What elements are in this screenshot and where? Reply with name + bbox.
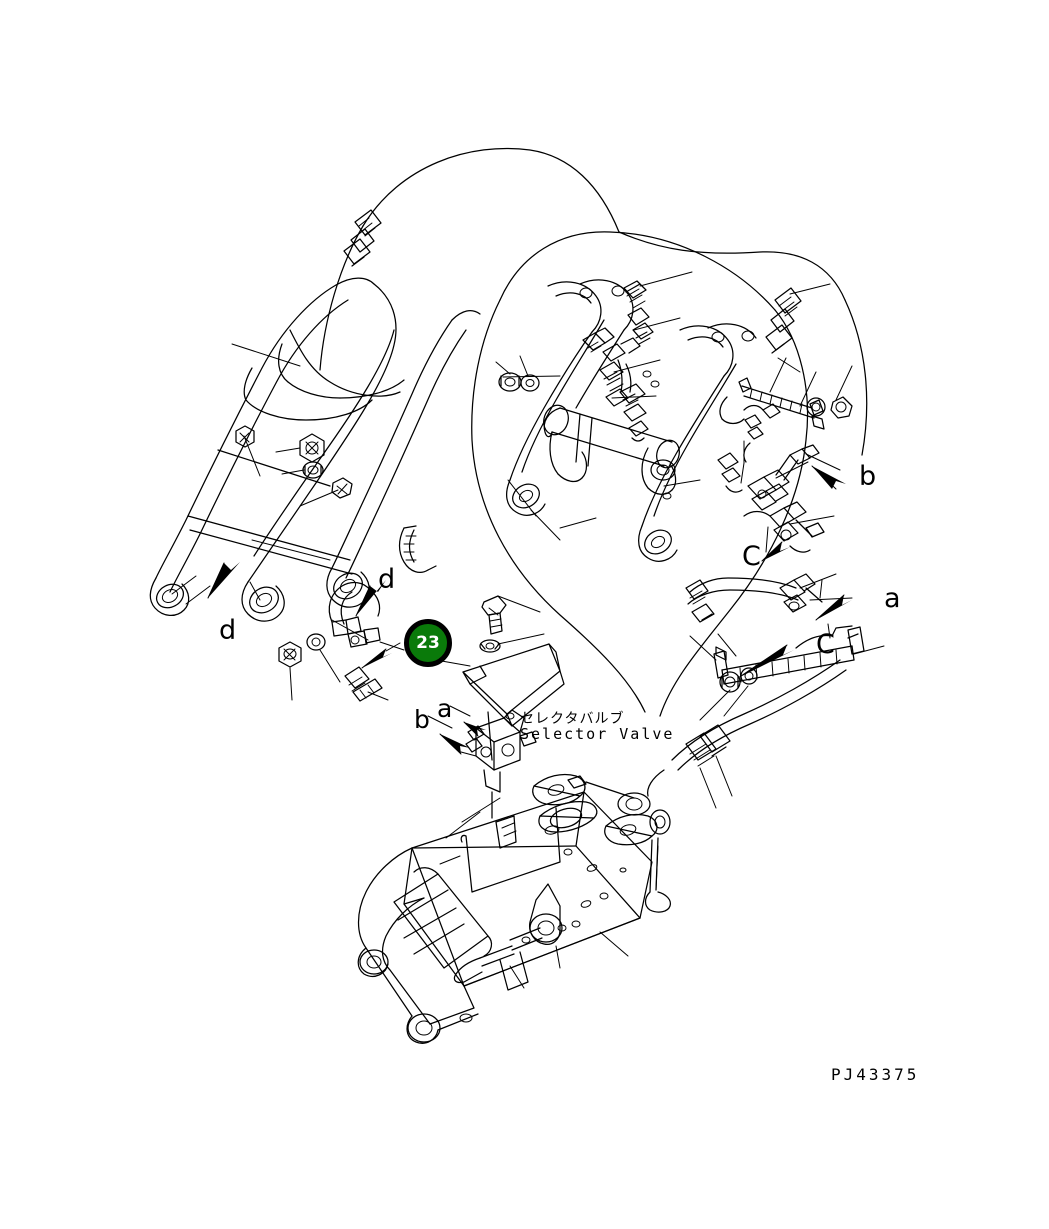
hose-clamp-bracket-lower-right xyxy=(713,625,865,685)
boom-crossmember xyxy=(187,449,353,575)
breaker-bucket-frame xyxy=(357,847,479,1044)
elbow-fitting-right-a xyxy=(717,403,781,493)
boom-arm-left-inner xyxy=(241,283,397,622)
nuts-left-lower xyxy=(278,633,326,668)
arrow-d-left-outer xyxy=(207,539,331,599)
washers-right-top xyxy=(806,396,853,419)
zone-letter-d-lower: d xyxy=(378,564,396,595)
drawing-reference-code: PJ43375 xyxy=(831,1065,920,1084)
washer-nut-group-center xyxy=(498,372,540,392)
zone-letter-a-valve: a xyxy=(437,694,453,723)
arm-linkage-center xyxy=(506,279,634,516)
bolt-left-lower xyxy=(344,666,383,702)
arm-plate-left xyxy=(243,329,405,421)
breaker-bracket-right-mid xyxy=(604,809,672,913)
arrow-d-left-inner xyxy=(331,580,386,641)
breaker-bracket-right-top xyxy=(532,773,651,816)
arrow-a-lower-right xyxy=(815,579,852,621)
fitting-cluster-center xyxy=(582,327,649,442)
hook-bracket-left xyxy=(398,525,437,573)
hose-lower-right-long xyxy=(646,659,847,797)
arrow-d-small xyxy=(361,642,401,669)
bolt-vertical-center xyxy=(623,280,654,345)
bolt-upper-center xyxy=(599,283,641,407)
arm-plate-center xyxy=(642,370,676,500)
zone-letter-b-valve: b xyxy=(414,705,430,734)
hose-lower-right-a xyxy=(685,573,823,623)
arrow-c-lower xyxy=(737,623,831,679)
breaker-mount-upper xyxy=(495,800,598,849)
breaker-pin-assembly xyxy=(453,883,563,991)
hose-clamp-bracket-upper-right xyxy=(719,377,825,430)
arrow-c-upper xyxy=(761,526,790,562)
breaker-attachment-body xyxy=(403,791,653,987)
zone-letter-c-lower: C xyxy=(816,629,835,660)
selector-valve-label-japanese: セレクタバルブ xyxy=(520,711,625,727)
washer-above-cover xyxy=(479,639,501,653)
selector-valve-label: セレクタバルブ Selector Valve xyxy=(520,712,674,742)
leader-lines xyxy=(171,271,885,989)
zone-letter-c-upper: C xyxy=(742,541,761,572)
arm-linkage-right xyxy=(638,323,757,562)
zone-letter-b-right: b xyxy=(859,461,877,492)
breaker-bucket-plates xyxy=(393,867,493,969)
hose-segment-right-upper xyxy=(765,287,802,354)
arrow-b-valve xyxy=(427,715,477,757)
selector-valve-label-english: Selector Valve xyxy=(520,724,675,743)
hydraulic-cylinder-center xyxy=(543,404,680,495)
arrow-a-valve xyxy=(449,705,486,737)
hose-end-fitting-top-left xyxy=(343,209,382,267)
elbow-bracket-left-d xyxy=(328,581,381,648)
arrow-b-right xyxy=(740,440,846,490)
boom-arm-right xyxy=(326,310,481,608)
hose-routing-upper xyxy=(319,147,868,717)
zone-letter-d-left: d xyxy=(219,615,237,646)
washers-lower-right xyxy=(719,667,758,693)
callout-badge-23[interactable]: 23 xyxy=(404,619,452,667)
zone-letter-a-right: a xyxy=(884,583,901,614)
bolt-above-cover xyxy=(481,595,507,635)
valve-cover-plate xyxy=(462,643,565,761)
